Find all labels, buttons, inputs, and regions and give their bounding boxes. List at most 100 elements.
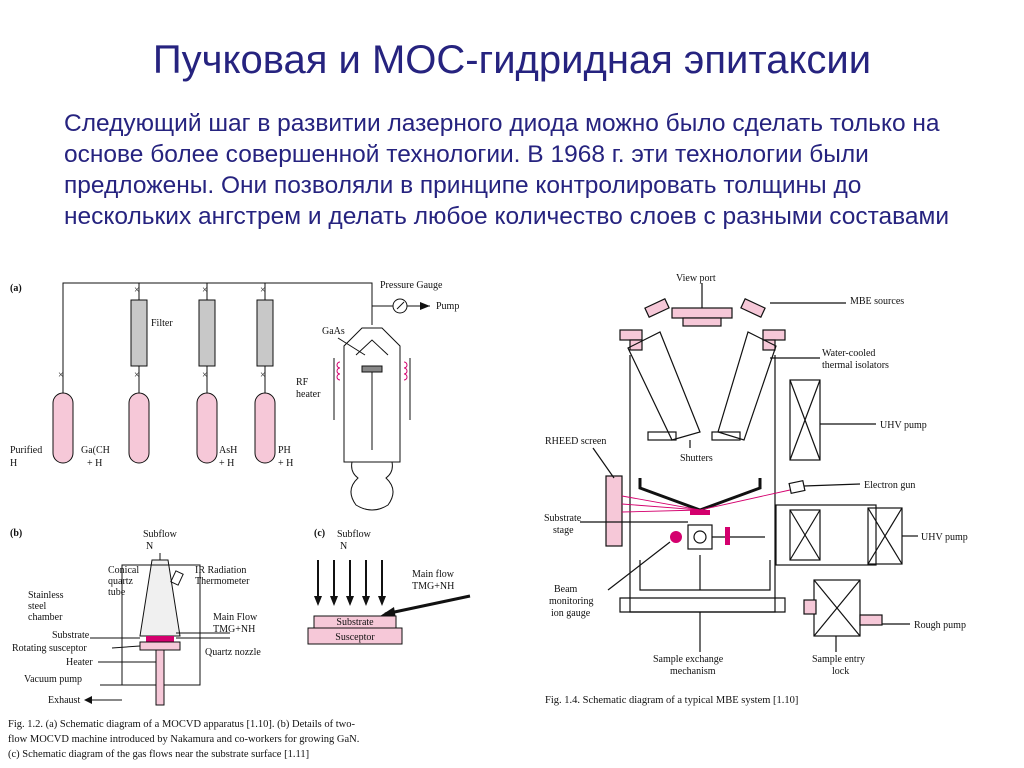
ir-label-2: Thermometer bbox=[195, 576, 250, 587]
heater-label: Heater bbox=[66, 657, 93, 668]
purified-h2-cylinder bbox=[52, 392, 74, 464]
subflow-arrowheads bbox=[314, 596, 386, 606]
mbe-source-left bbox=[627, 331, 701, 441]
uhv-pump-2-cross-2 bbox=[867, 507, 903, 565]
rheed-label: RHEED screen bbox=[545, 436, 606, 447]
uhv-pump-cross-2 bbox=[789, 379, 821, 461]
caption-fig-1-2-line1: Fig. 1.2. (a) Schematic diagram of a MOC… bbox=[8, 719, 355, 730]
caption-fig-1-4: Fig. 1.4. Schematic diagram of a typical… bbox=[545, 695, 798, 706]
view-port-glass bbox=[682, 317, 722, 327]
main-flow-label-c: Main flow bbox=[412, 569, 455, 580]
filter-3 bbox=[256, 299, 274, 367]
filter-1 bbox=[130, 299, 148, 367]
electron-beam bbox=[621, 489, 791, 513]
sample-exchange-chamber bbox=[639, 560, 771, 591]
uhv-pump-2-label: UHV pump bbox=[921, 532, 968, 543]
beam-monitoring-label-3: ion gauge bbox=[551, 608, 591, 619]
slide-title: Пучковая и МОС-гидридная эпитаксии bbox=[152, 38, 872, 82]
ash3-h2-label: + H bbox=[219, 458, 234, 469]
leader-line bbox=[111, 645, 141, 649]
thermal-isolators-label: thermal isolators bbox=[822, 360, 889, 371]
caption-fig-1-2-line2: flow MOCVD machine introduced by Nakamur… bbox=[8, 734, 359, 745]
gate-valve bbox=[789, 509, 821, 561]
purified-label: Purified bbox=[10, 445, 42, 456]
view-port-label: View port bbox=[676, 273, 716, 284]
exhaust-arrow-icon bbox=[84, 696, 92, 704]
load-lock-flange bbox=[803, 599, 817, 615]
tmg-h2-label: + H bbox=[87, 458, 102, 469]
rough-pump-flange bbox=[859, 614, 883, 626]
flange-right bbox=[762, 329, 786, 341]
rf-heater-frame bbox=[333, 358, 411, 420]
susceptor-layer bbox=[307, 627, 403, 645]
load-lock-cross-2 bbox=[813, 579, 861, 637]
slide-body-text: Следующий шаг в развитии лазерного диода… bbox=[64, 110, 950, 230]
view-port-flange bbox=[671, 307, 733, 319]
quartz-nozzle-label: Quartz nozzle bbox=[205, 647, 261, 658]
reactor-tube bbox=[343, 327, 401, 463]
reactor-bulb bbox=[350, 461, 394, 511]
gaas-pointer bbox=[337, 337, 366, 356]
susceptor-shaft bbox=[155, 649, 165, 706]
stainless-label-2: steel bbox=[28, 601, 47, 612]
beam-monitoring-label-2: monitoring bbox=[549, 596, 593, 607]
rotating-susceptor bbox=[139, 641, 181, 651]
uhv-pump-label: UHV pump bbox=[880, 420, 927, 431]
susceptor-plate bbox=[361, 365, 383, 373]
mbe-bottom-flange bbox=[619, 597, 786, 613]
subflow-label: Subflow bbox=[143, 529, 178, 540]
panel-label-a: (a) bbox=[10, 283, 22, 294]
substrate-wafer bbox=[690, 510, 710, 515]
beam-flux-gauge bbox=[670, 531, 682, 543]
main-flow-arrow bbox=[384, 594, 471, 616]
shutters-label: Shutters bbox=[680, 453, 713, 464]
substrate-stage bbox=[687, 524, 713, 550]
ir-thermometer-icon bbox=[170, 570, 184, 586]
ph3-cylinder bbox=[254, 392, 276, 464]
subflow-n2h2-label: N bbox=[146, 541, 153, 552]
electron-gun-leader bbox=[803, 483, 861, 487]
tmg-cylinder bbox=[128, 392, 150, 464]
figure-gas-flows: (c) Subflow N Main flow TMG+NH Substrate… bbox=[307, 528, 471, 645]
susceptor-label-c: Susceptor bbox=[335, 632, 375, 643]
tmg-label: Ga(CH bbox=[81, 445, 110, 456]
mbe-sources-label: MBE sources bbox=[850, 296, 904, 307]
gas-manifold-line bbox=[62, 282, 373, 370]
stainless-label-3: chamber bbox=[28, 612, 63, 623]
purified-h2-label: H bbox=[10, 458, 17, 469]
rf-label: RF bbox=[296, 377, 309, 388]
filter-label: Filter bbox=[151, 318, 173, 329]
panel-label-b: (b) bbox=[10, 528, 22, 539]
gauge-needle bbox=[396, 301, 405, 310]
valve-icon: × bbox=[202, 370, 208, 381]
rough-pump-label: Rough pump bbox=[914, 620, 966, 631]
valve-icon: × bbox=[58, 370, 64, 381]
flange-left bbox=[619, 329, 643, 341]
source-cap-left bbox=[644, 298, 670, 318]
beam-monitor-leader bbox=[607, 541, 671, 591]
rotating-susceptor-label: Rotating susceptor bbox=[12, 643, 87, 654]
transfer-tube bbox=[775, 504, 877, 566]
conical-label: Conical bbox=[108, 565, 139, 576]
subflow-arrows bbox=[317, 560, 383, 598]
substrate-stage-label: Substrate bbox=[544, 513, 582, 524]
ash3-cylinder bbox=[196, 392, 218, 464]
filter-2 bbox=[198, 299, 216, 367]
sample-entry-label: Sample entry bbox=[812, 654, 865, 665]
valve-icon: × bbox=[134, 370, 140, 381]
ir-label: IR Radiation bbox=[195, 565, 246, 576]
conical-quartz-tube bbox=[139, 559, 181, 637]
electron-gun-icon bbox=[788, 479, 806, 495]
caption-fig-1-2-line3: (c) Schematic diagram of the gas flows n… bbox=[8, 749, 309, 760]
substrate-manipulator bbox=[693, 530, 707, 544]
shutter-left bbox=[647, 431, 677, 441]
conical-label-2: quartz bbox=[108, 576, 134, 587]
cryo-shroud bbox=[638, 478, 762, 512]
uhv-pump-housing bbox=[789, 379, 821, 461]
subflow-label-c: Subflow bbox=[337, 529, 372, 540]
main-flow-gas-label-c: TMG+NH bbox=[412, 581, 454, 592]
conical-label-3: tube bbox=[108, 587, 126, 598]
pump-label: Pump bbox=[436, 301, 459, 312]
figure-mbe-system: View port MBE sources Water-cooled therm… bbox=[544, 273, 968, 677]
